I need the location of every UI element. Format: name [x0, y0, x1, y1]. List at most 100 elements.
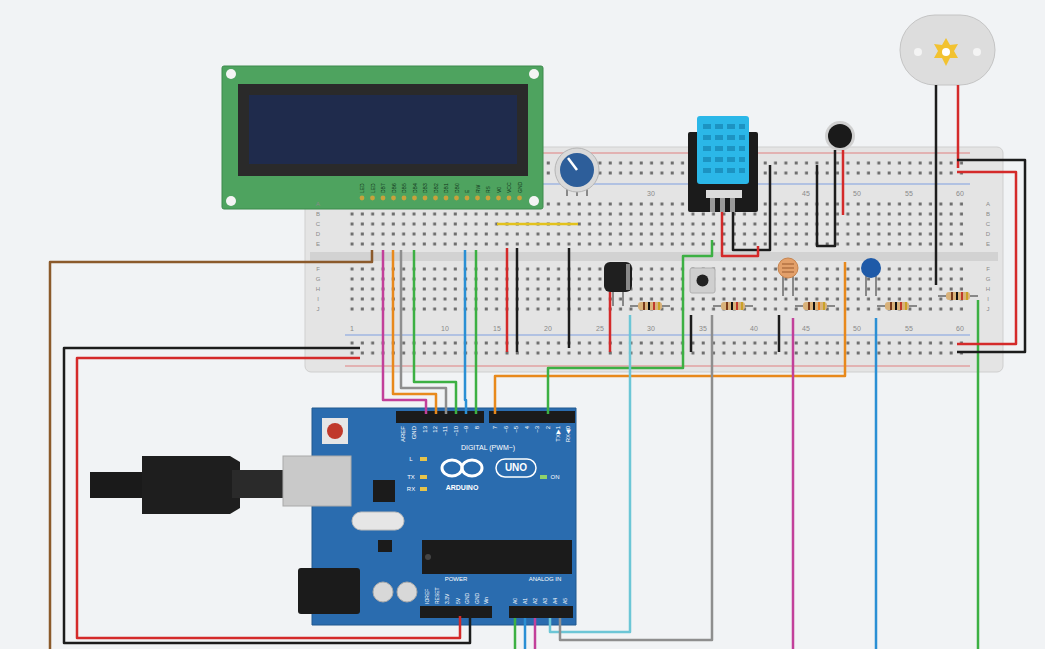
- lcd-pin-label: LED: [370, 183, 375, 193]
- pin-label: A1: [523, 598, 528, 604]
- dht-sensor: [720, 198, 725, 212]
- column-number: 50: [853, 190, 861, 197]
- column-number: 20: [544, 325, 552, 332]
- lcd-display: [465, 196, 470, 201]
- ceramic-capacitor: [865, 276, 867, 296]
- arduino-board: [378, 540, 392, 552]
- lcd-display: [360, 196, 522, 201]
- photoresistor: [782, 276, 784, 296]
- pin-label: 8: [474, 426, 480, 429]
- arduino-board: [327, 423, 343, 439]
- lcd-display: [370, 196, 375, 201]
- row-letter: A: [316, 201, 320, 207]
- pin-label: 13: [422, 426, 428, 433]
- wire: [497, 223, 578, 226]
- arduino-board: [352, 512, 404, 530]
- potentiometer: [560, 153, 594, 187]
- arduino-board: [397, 582, 417, 602]
- wire: [534, 618, 537, 649]
- piezo-element: [828, 124, 852, 148]
- pin-label: 12: [432, 426, 438, 433]
- pin-label: ~9: [463, 426, 469, 433]
- pin-label: 3.3V: [445, 594, 450, 604]
- dht-sensor: [715, 146, 723, 151]
- electrolytic-capacitor: [604, 262, 632, 292]
- lcd-pin-label: RW: [475, 185, 480, 193]
- lcd-display: [381, 196, 386, 201]
- lcd-pin-label: GND: [517, 182, 522, 193]
- resistor-symbol: [885, 302, 909, 310]
- dc-motor: [914, 48, 922, 56]
- wire: [414, 250, 456, 414]
- dht-sensor: [727, 157, 735, 162]
- wire: [514, 618, 517, 649]
- resistor-symbol: [813, 302, 815, 310]
- led-label: TX: [407, 474, 415, 480]
- row-letter: I: [987, 296, 989, 302]
- pin-label: Vin: [484, 597, 489, 604]
- brand-name: ARDUINO: [446, 484, 479, 491]
- dc-motor: [900, 15, 995, 85]
- resistor-symbol: [736, 302, 738, 310]
- arduino-board: [420, 475, 427, 479]
- arduino-board: [442, 460, 462, 476]
- column-number: 60: [956, 325, 964, 332]
- row-letter: B: [986, 211, 990, 217]
- led-label: ON: [551, 474, 560, 480]
- pin-label: TX▶1: [555, 426, 561, 442]
- wire: [550, 315, 630, 632]
- resistor-symbol: [961, 292, 963, 300]
- wire: [875, 318, 878, 649]
- lcd-display: [226, 196, 236, 206]
- lcd-pin-label: VCC: [507, 182, 512, 193]
- lcd-pin-label: DB3: [423, 183, 428, 193]
- lcd-display: [444, 196, 449, 201]
- header-label: DIGITAL (PWM~): [461, 444, 515, 451]
- row-letter: E: [986, 241, 990, 247]
- wire: [778, 315, 781, 352]
- push-button: [690, 268, 715, 293]
- arduino-board: [232, 470, 284, 498]
- resistor-symbol: [803, 302, 827, 310]
- lcd-pin-label: DB7: [381, 183, 386, 193]
- electrolytic-capacitor: [626, 264, 630, 290]
- pin-label: GND: [411, 426, 417, 439]
- row-letter: A: [986, 201, 990, 207]
- dht-sensor: [727, 168, 735, 173]
- row-letter: H: [986, 286, 990, 292]
- column-number: 30: [647, 325, 655, 332]
- wire: [690, 315, 693, 352]
- wire: [842, 150, 845, 215]
- lcd-display: [238, 84, 528, 176]
- dht-sensor: [703, 146, 711, 151]
- arduino-board: [283, 456, 351, 506]
- wire: [524, 618, 527, 649]
- column-number: 1: [350, 325, 354, 332]
- wire: [475, 250, 478, 414]
- resistor-symbol: [731, 302, 733, 310]
- potentiometer: [568, 158, 577, 170]
- arduino-board: [373, 582, 393, 602]
- electrolytic-capacitor: [612, 290, 614, 306]
- lcd-display: [226, 69, 236, 79]
- dht-sensor: [703, 157, 711, 162]
- lcd-display: [360, 196, 365, 201]
- pin-label: ~11: [442, 426, 448, 436]
- photoresistor: [778, 258, 798, 278]
- dht-sensor: [739, 146, 745, 151]
- resistor-symbol: [648, 302, 650, 310]
- column-number: 45: [802, 325, 810, 332]
- arduino-board: [142, 456, 240, 514]
- pin-label: 5V: [456, 598, 461, 604]
- resistor-symbol: [905, 302, 907, 310]
- dht-sensor: [715, 124, 723, 129]
- column-number: 55: [905, 190, 913, 197]
- lcd-pin-label: DB1: [444, 183, 449, 193]
- arduino-board: [90, 408, 576, 625]
- lcd-pin-label: DB6: [391, 183, 396, 193]
- lcd-display: [222, 66, 543, 209]
- pin-label: A4: [553, 598, 558, 604]
- header-label: POWER: [445, 576, 468, 582]
- pin-label: ~10: [453, 426, 459, 436]
